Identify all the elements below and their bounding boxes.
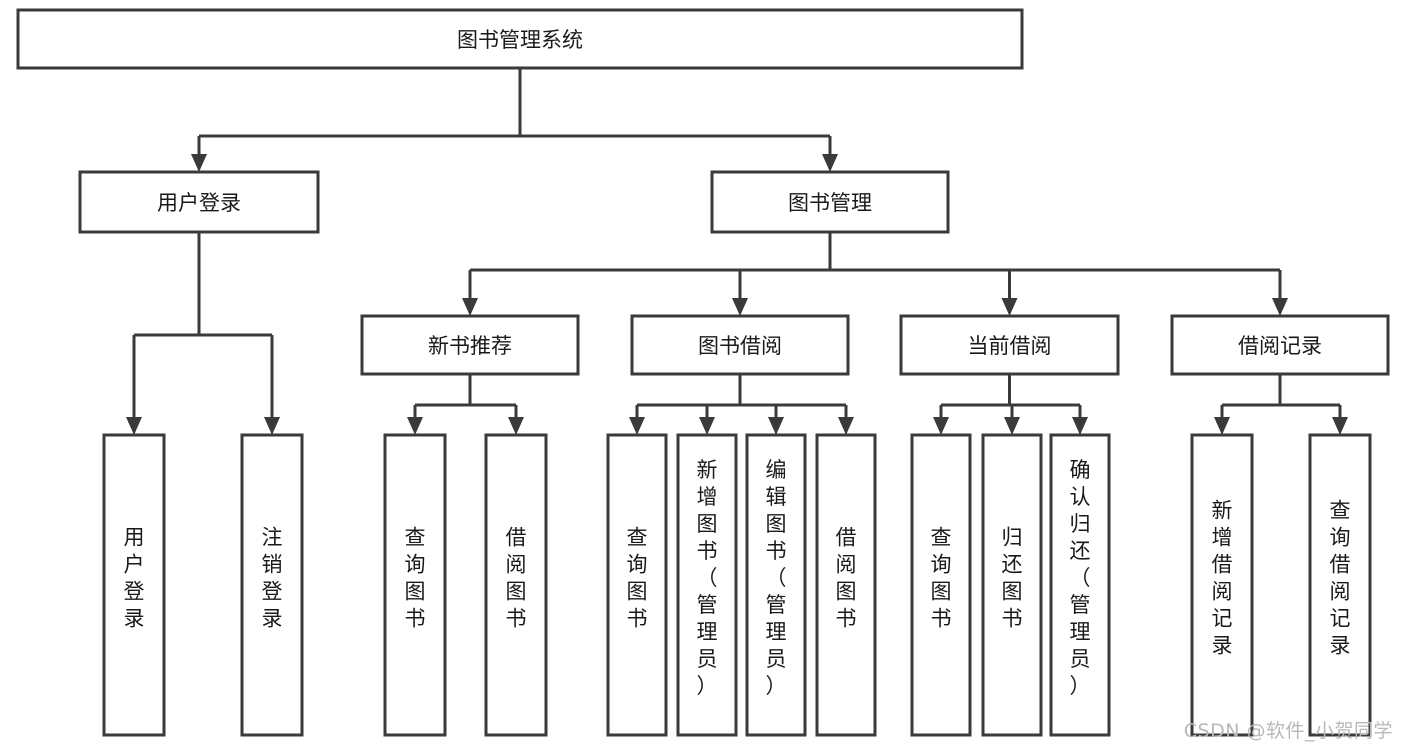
node-label: 借阅图书 bbox=[506, 526, 527, 631]
node-leaf-query-book-recommend[interactable]: 查询图书 bbox=[383, 433, 447, 737]
node-label: 新书推荐 bbox=[428, 334, 512, 358]
node-box bbox=[240, 433, 304, 737]
node-label: 注销登录 bbox=[262, 526, 283, 631]
node-leaf-add-borrow-record[interactable]: 新增借阅记录 bbox=[1190, 433, 1254, 737]
node-box bbox=[360, 314, 580, 376]
node-label: 查询图书 bbox=[405, 526, 426, 631]
arrow-head-icon bbox=[822, 154, 838, 172]
node-box bbox=[1308, 433, 1372, 737]
node-label: 查询图书 bbox=[931, 526, 952, 631]
node-book-borrow[interactable]: 图书借阅 bbox=[630, 314, 850, 376]
node-label: 用户登录 bbox=[157, 191, 241, 215]
node-leaf-user-login[interactable]: 用户登录 bbox=[102, 433, 166, 737]
node-leaf-query-book-borrow[interactable]: 查询图书 bbox=[606, 433, 668, 737]
node-box bbox=[383, 433, 447, 737]
arrow-head-icon bbox=[629, 417, 645, 435]
node-box bbox=[16, 8, 1024, 70]
node-box bbox=[910, 433, 972, 737]
node-label: 查询图书 bbox=[627, 526, 648, 631]
node-leaf-confirm-return[interactable]: 确认归还（管理员） bbox=[1049, 433, 1111, 737]
arrow-head-icon bbox=[126, 417, 142, 435]
node-box bbox=[78, 170, 320, 234]
node-box bbox=[484, 433, 548, 737]
node-box bbox=[1049, 433, 1111, 737]
node-box bbox=[710, 170, 950, 234]
node-box bbox=[630, 314, 850, 376]
node-leaf-add-book[interactable]: 新增图书（管理员） bbox=[676, 433, 738, 737]
node-layer: 图书管理系统用户登录图书管理新书推荐图书借阅当前借阅借阅记录用户登录注销登录查询… bbox=[16, 8, 1390, 737]
node-leaf-logout[interactable]: 注销登录 bbox=[240, 433, 304, 737]
node-label: 借阅图书 bbox=[836, 526, 857, 631]
arrow-head-icon bbox=[699, 417, 715, 435]
node-label: 新增图书（管理员） bbox=[697, 458, 718, 698]
arrow-head-icon bbox=[508, 417, 524, 435]
arrow-head-icon bbox=[264, 417, 280, 435]
node-borrow-record[interactable]: 借阅记录 bbox=[1170, 314, 1390, 376]
node-leaf-query-borrow-record[interactable]: 查询借阅记录 bbox=[1308, 433, 1372, 737]
node-label: 归还图书 bbox=[1002, 526, 1023, 631]
arrow-head-icon bbox=[838, 417, 854, 435]
arrow-head-icon bbox=[462, 298, 478, 316]
node-box bbox=[981, 433, 1043, 737]
node-leaf-edit-book[interactable]: 编辑图书（管理员） bbox=[745, 433, 807, 737]
arrow-head-icon bbox=[1001, 298, 1018, 316]
node-label: 编辑图书（管理员） bbox=[766, 458, 787, 698]
node-label: 新增借阅记录 bbox=[1212, 499, 1233, 658]
node-user-login[interactable]: 用户登录 bbox=[78, 170, 320, 234]
arrow-head-icon bbox=[732, 298, 748, 316]
node-label: 图书管理系统 bbox=[457, 28, 583, 52]
node-leaf-borrow-book[interactable]: 借阅图书 bbox=[815, 433, 877, 737]
node-label: 图书借阅 bbox=[698, 334, 782, 358]
arrow-head-icon bbox=[1332, 417, 1348, 435]
node-current-borrow[interactable]: 当前借阅 bbox=[899, 314, 1120, 376]
node-leaf-return-book[interactable]: 归还图书 bbox=[981, 433, 1043, 737]
arrow-head-icon bbox=[1214, 417, 1230, 435]
node-box bbox=[676, 433, 738, 737]
node-box bbox=[102, 433, 166, 737]
node-label: 确认归还（管理员） bbox=[1070, 458, 1091, 698]
node-label: 当前借阅 bbox=[968, 334, 1052, 358]
node-root[interactable]: 图书管理系统 bbox=[16, 8, 1024, 70]
connector-layer bbox=[126, 68, 1348, 435]
arrow-head-icon bbox=[407, 417, 423, 435]
arrow-head-icon bbox=[1072, 417, 1088, 435]
node-leaf-borrow-book-recommend[interactable]: 借阅图书 bbox=[484, 433, 548, 737]
node-box bbox=[815, 433, 877, 737]
node-label: 查询借阅记录 bbox=[1330, 499, 1351, 658]
node-box bbox=[745, 433, 807, 737]
arrow-head-icon bbox=[933, 417, 949, 435]
arrow-head-icon bbox=[768, 417, 784, 435]
arrow-head-icon bbox=[191, 154, 207, 172]
arrow-head-icon bbox=[1004, 417, 1020, 435]
arrow-head-icon bbox=[1272, 298, 1288, 316]
node-label: 图书管理 bbox=[788, 191, 872, 215]
node-box bbox=[1190, 433, 1254, 737]
node-label: 借阅记录 bbox=[1238, 334, 1322, 358]
node-book-management[interactable]: 图书管理 bbox=[710, 170, 950, 234]
node-box bbox=[899, 314, 1120, 376]
node-new-book-recommend[interactable]: 新书推荐 bbox=[360, 314, 580, 376]
node-box bbox=[606, 433, 668, 737]
watermark-label: CSDN @软件_小贺同学 bbox=[1183, 720, 1393, 742]
node-label: 用户登录 bbox=[124, 526, 145, 631]
node-leaf-query-book-current[interactable]: 查询图书 bbox=[910, 433, 972, 737]
node-box bbox=[1170, 314, 1390, 376]
